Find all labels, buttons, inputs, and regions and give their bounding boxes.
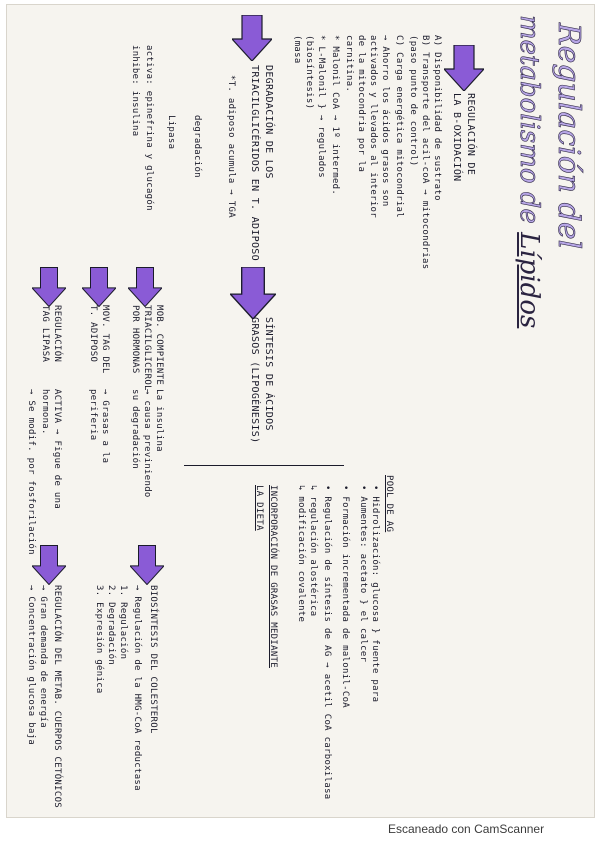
regtag-heading-1: REGULACIÓN <box>52 305 62 363</box>
metab-line-0: → Gran demanda de energía <box>38 585 48 728</box>
movtag-line-0: → Grasas a la <box>100 389 110 464</box>
incorp-heading-2: LA DIETA <box>254 485 264 531</box>
regtag-line-2: → Se modif. por fosforilación <box>26 389 36 555</box>
pool-heading: POOL DE AG <box>384 475 394 533</box>
arrow-colesterol <box>130 545 164 585</box>
title-prefix: metabolismo de <box>514 15 545 224</box>
title-line-2: metabolismo de Lípidos <box>514 15 545 329</box>
deg-line-3: activa: epinefrina y glucagón <box>144 45 154 211</box>
beta-line-4: → Ahorro los ácidos grasos son <box>380 35 390 207</box>
beta-line-9: * L-Malonil } → regulados <box>316 35 326 178</box>
col-line-2: 2. Degradación <box>106 585 116 666</box>
beta-line-2: (paso punto de control) <box>408 35 418 167</box>
arrow-regulacion-tag <box>32 267 66 307</box>
pool-line-3: • Regulación de síntesis de AG → acetil … <box>322 485 332 800</box>
beta-line-0: A) Disponibilidad de sustrato <box>432 35 442 201</box>
sintesis-heading-1: SÍNTESIS DE ÁCIDOS <box>263 317 274 431</box>
beta-line-8: * Malonil CoA → 1º intermed. <box>330 35 340 196</box>
sintesis-heading-2: GRASOS (LIPOGÉNESIS) <box>249 317 260 444</box>
pool-line-0: • Hidrolización: glucosa } fuente para <box>370 485 380 703</box>
scanner-watermark: Escaneado con CamScanner <box>388 822 545 836</box>
col-line-1: 1. Regulación <box>118 585 128 660</box>
deg-line-2: Lipasa <box>166 115 176 150</box>
arrow-degradacion <box>232 15 272 61</box>
regtag-line-0: ACTIVA → Figue de una <box>52 389 62 510</box>
mov-line-2: su degradación <box>130 389 140 470</box>
arrow-movilizacion <box>128 267 162 307</box>
beta-line-7: carnitina. <box>344 35 354 93</box>
beta-line-5: activados y llevados al interior <box>368 35 378 218</box>
movtag-heading-2: T. ADIPOSO <box>88 305 98 363</box>
movtag-line-1: periferia <box>88 389 98 441</box>
bracket-line <box>184 465 344 466</box>
arrow-mov-tag <box>82 267 116 307</box>
pool-line-2: • Formación incrementada de malonil-CoA <box>340 485 350 709</box>
title-line-1: Regulación del <box>551 23 587 250</box>
deg-line-0: *T. adiposo acumula → TGA <box>226 75 236 218</box>
movtag-heading-1: MOV. TAG DEL <box>100 305 110 374</box>
beta-heading-1: REGULACIÓN DE <box>465 93 476 176</box>
deg-heading-2: TRIACILGLICÉRIDOS EN T. ADIPOSO <box>249 65 260 261</box>
deg-line-4: inhibe: insulina <box>130 45 140 137</box>
beta-line-10: (biosíntesis) <box>304 35 314 110</box>
deg-heading-1: DEGRADACIÓN DE LOS <box>263 65 274 179</box>
mov-line-1: → causa previniendo <box>142 389 152 498</box>
rotated-notes: Regulación del metabolismo de Lípidos RE… <box>7 5 594 817</box>
beta-line-1: B) Transporte del acil-coA → mitocondria… <box>420 35 430 270</box>
beta-line-11: (masa <box>292 35 302 64</box>
arrow-metab <box>32 545 66 585</box>
beta-line-6: de la mitocondria por la <box>356 35 366 173</box>
regtag-line-1: hormona. <box>40 389 50 435</box>
mov-line-0: La insulina <box>154 389 164 452</box>
pool-line-5: ↳ modificación covalente <box>296 485 306 623</box>
col-heading: BIOSÍNTESIS DEL COLESTEROL <box>148 585 158 734</box>
notebook-paper: Regulación del metabolismo de Lípidos RE… <box>6 4 595 818</box>
mov-heading-1: MOB. COMPIENTE <box>154 305 164 386</box>
arrow-sintesis <box>230 267 276 319</box>
metab-heading: REGULACIÓN DEL METAB. CUERPOS CETÓNICOS <box>52 585 62 809</box>
beta-line-3: C) Carga energética mitocondrial <box>394 35 404 218</box>
incorp-heading-1: INCORPORACIÓN DE GRASAS MEDIANTE <box>268 485 278 668</box>
pool-line-1: • Aumentes: acetato } el calcer <box>358 485 368 663</box>
arrow-beta-ox <box>444 45 484 91</box>
mov-heading-2: TRIACILGLICEROL <box>142 305 152 391</box>
mov-heading-3: POR HORMONAS <box>130 305 140 374</box>
deg-line-1: degradación <box>192 115 202 178</box>
col-line-3: 3. Expresión génica <box>94 585 104 694</box>
pool-line-4: ↳ regulación alostérica <box>308 485 318 617</box>
title-word: Lípidos <box>514 232 544 329</box>
beta-heading-2: LA B-OXIDACIÓN <box>451 93 462 182</box>
regtag-heading-2: TAG LIPASA <box>40 305 50 363</box>
metab-line-1: → Concentración glucosa baja <box>26 585 36 746</box>
col-line-0: → Regulación de la HMG-CoA reductasa <box>132 585 142 791</box>
